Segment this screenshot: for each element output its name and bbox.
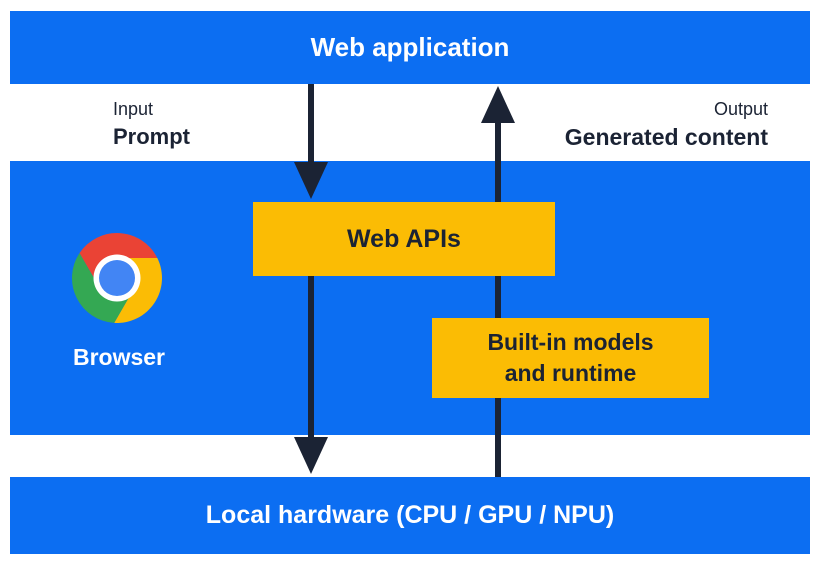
input-value: Prompt	[113, 123, 190, 149]
builtin-models-label-line1: Built-in models	[487, 329, 654, 355]
web-application-bar: Web application	[10, 11, 810, 84]
browser-label: Browser	[72, 344, 166, 370]
builtin-models-box: Built-in models and runtime	[432, 318, 709, 398]
chrome-icon	[71, 232, 163, 324]
output-title: Output	[713, 99, 768, 119]
builtin-models-label-line2: and runtime	[504, 360, 637, 386]
web-application-label: Web application	[310, 32, 510, 62]
web-apis-label: Web APIs	[347, 224, 461, 253]
chrome-icon-svg	[71, 232, 162, 323]
web-apis-box: Web APIs	[253, 202, 555, 276]
input-title: Input	[113, 99, 154, 119]
local-hardware-label: Local hardware (CPU / GPU / NPU)	[205, 501, 615, 529]
local-hardware-bar: Local hardware (CPU / GPU / NPU)	[10, 477, 810, 554]
output-label-group: Output Generated content	[565, 98, 768, 151]
output-value: Generated content	[564, 123, 768, 150]
input-label-group: Input Prompt	[113, 98, 190, 150]
